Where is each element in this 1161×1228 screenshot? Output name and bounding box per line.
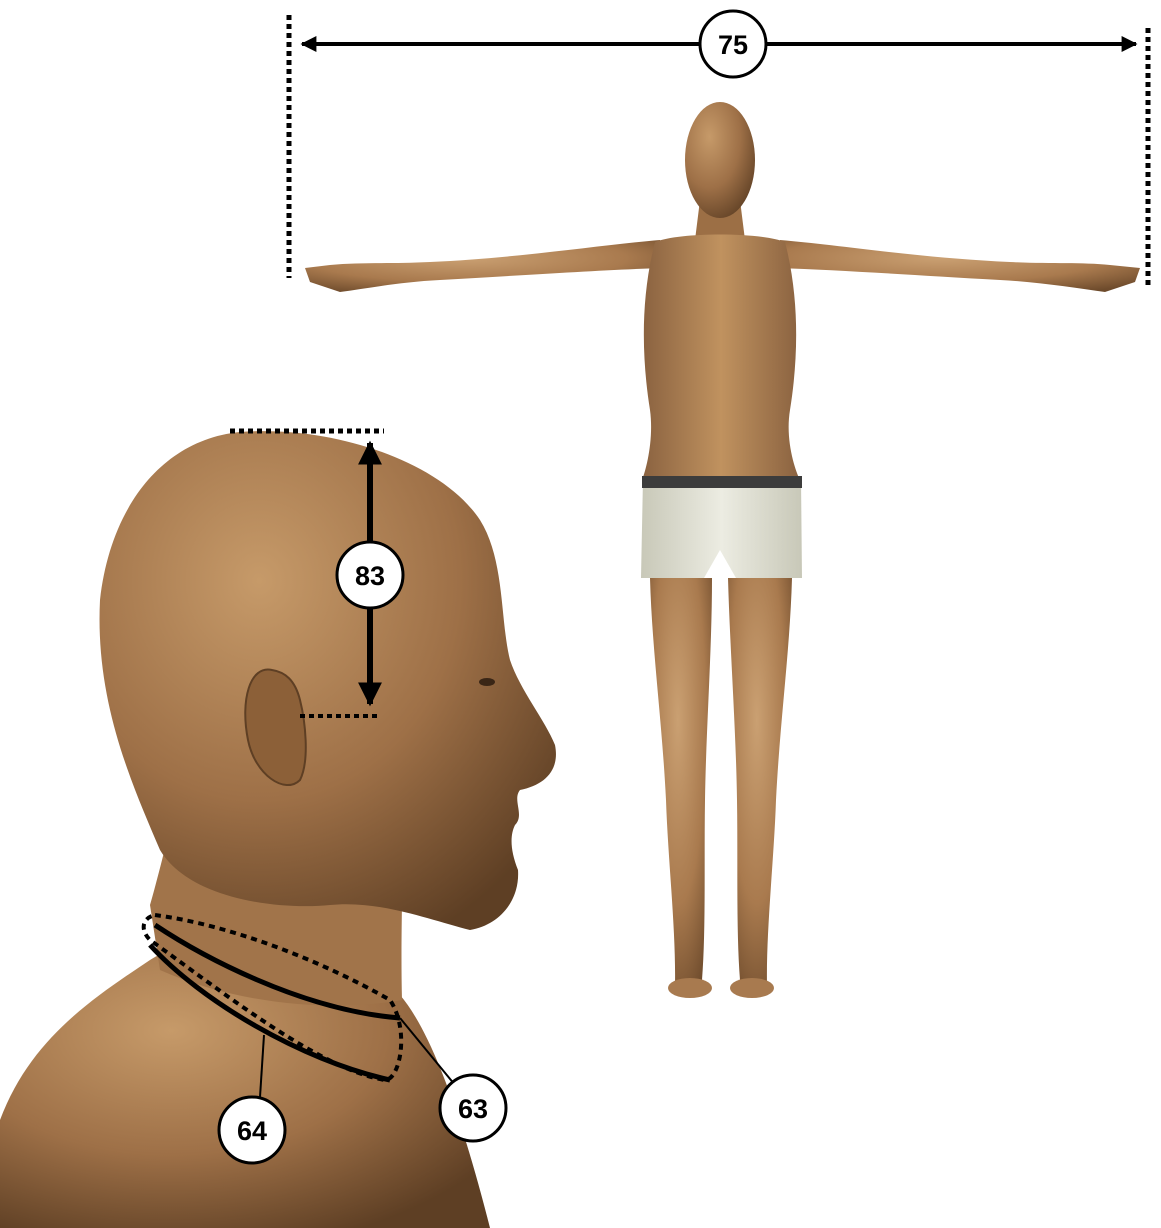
profile-eye	[479, 678, 495, 686]
figure-underwear	[641, 478, 802, 578]
left-leg	[650, 578, 712, 985]
left-foot	[668, 978, 712, 998]
figure-torso	[642, 235, 800, 481]
underwear-waistband	[642, 476, 802, 488]
right-arm	[778, 240, 1140, 292]
figure-head	[685, 102, 755, 218]
neck-middle-label: 63	[458, 1094, 488, 1124]
arm-span-label: 75	[718, 30, 748, 60]
neck-base-label: 64	[237, 1116, 267, 1146]
right-foot	[730, 978, 774, 998]
head-height-label: 83	[355, 561, 385, 591]
right-leg	[728, 578, 792, 985]
left-arm	[305, 240, 662, 292]
